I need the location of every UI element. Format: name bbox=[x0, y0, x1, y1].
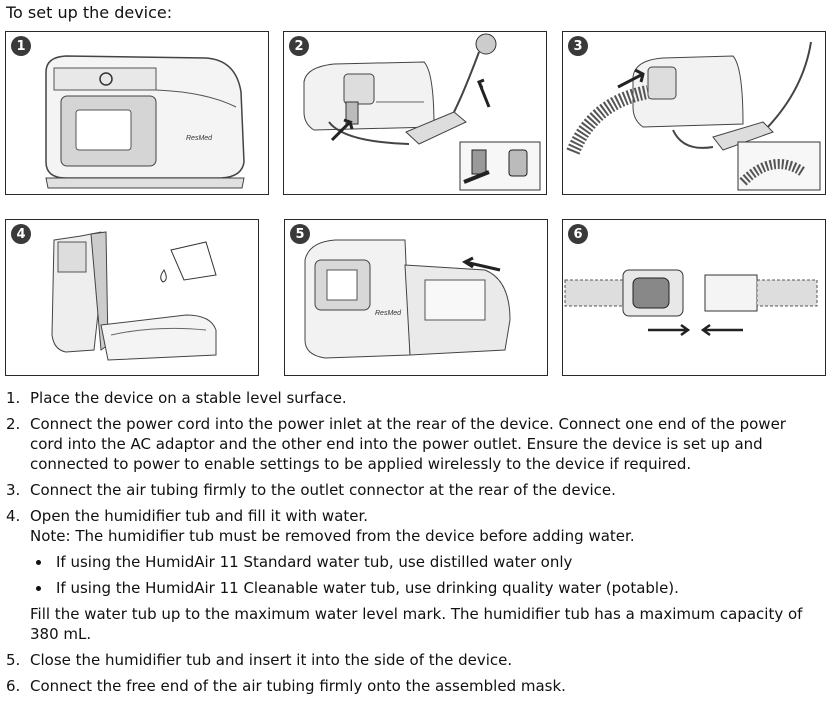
bullet-item: If using the HumidAir 11 Standard water … bbox=[30, 552, 821, 572]
step-text: Connect the power cord into the power in… bbox=[30, 415, 786, 473]
step-text: Connect the free end of the air tubing f… bbox=[30, 677, 566, 695]
intro-heading: To set up the device: bbox=[6, 3, 173, 22]
illustration-panel-6: 6 bbox=[562, 219, 826, 376]
tubing-connection-illustration bbox=[566, 41, 821, 191]
illustration-panel-2: 2 bbox=[283, 31, 547, 195]
step-number-badge: 2 bbox=[289, 36, 309, 56]
step-text: Open the humidifier tub and fill it with… bbox=[30, 507, 369, 525]
device-front-illustration: ResMed bbox=[45, 55, 245, 189]
illustration-panel-3: 3 bbox=[562, 31, 826, 195]
step-number: 3. bbox=[6, 481, 21, 499]
step-number: 5. bbox=[6, 651, 21, 669]
step-item: 3. Connect the air tubing firmly to the … bbox=[6, 480, 821, 500]
step-text: Close the humidifier tub and insert it i… bbox=[30, 651, 513, 669]
resmed-logo: ResMed bbox=[375, 310, 402, 317]
setup-steps-list: 1. Place the device on a stable level su… bbox=[6, 388, 821, 702]
step-item: 4. Open the humidifier tub and fill it w… bbox=[6, 506, 821, 644]
insert-tub-illustration: ResMed bbox=[304, 239, 511, 359]
step-number: 6. bbox=[6, 677, 21, 695]
power-connection-illustration bbox=[303, 33, 541, 191]
resmed-logo: ResMed bbox=[186, 135, 213, 142]
step-text: Place the device on a stable level surfa… bbox=[30, 389, 347, 407]
step-number: 2. bbox=[6, 415, 21, 433]
step-followup-text: Fill the water tub up to the maximum wat… bbox=[30, 605, 803, 643]
step-number: 4. bbox=[6, 507, 21, 525]
step-item: 5. Close the humidifier tub and insert i… bbox=[6, 650, 821, 670]
fill-water-tub-illustration bbox=[51, 231, 217, 361]
step-note: Note: The humidifier tub must be removed… bbox=[30, 527, 635, 545]
step-number-badge: 3 bbox=[568, 36, 588, 56]
step-item: 1. Place the device on a stable level su… bbox=[6, 388, 821, 408]
step-item: 2. Connect the power cord into the power… bbox=[6, 414, 821, 474]
illustration-panel-1: 1 ResMed bbox=[5, 31, 269, 195]
illustration-panel-5: 5 ResMed bbox=[284, 219, 548, 376]
step-text: Connect the air tubing firmly to the out… bbox=[30, 481, 616, 499]
step-number-badge: 6 bbox=[568, 224, 588, 244]
step-item: 6. Connect the free end of the air tubin… bbox=[6, 676, 821, 696]
step-number-badge: 1 bbox=[11, 36, 31, 56]
illustration-panel-4: 4 bbox=[5, 219, 259, 376]
step-number-badge: 5 bbox=[290, 224, 310, 244]
step-number-badge: 4 bbox=[11, 224, 31, 244]
step-number: 1. bbox=[6, 389, 21, 407]
bullet-item: If using the HumidAir 11 Cleanable water… bbox=[30, 578, 821, 598]
tubing-to-mask-illustration bbox=[564, 269, 818, 337]
